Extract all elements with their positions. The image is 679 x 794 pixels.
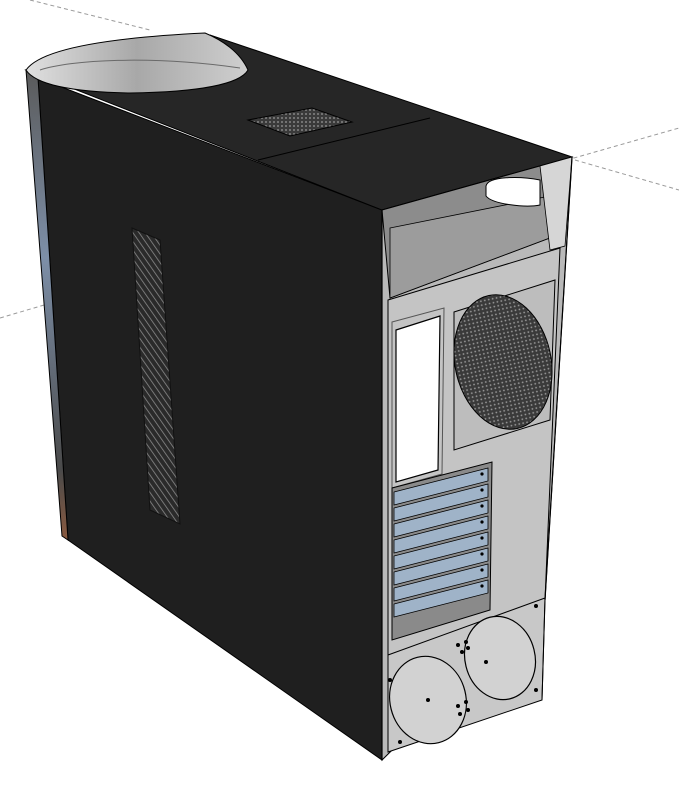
axis-line-top	[29, 0, 151, 31]
top-vent-mesh	[246, 107, 354, 137]
expansion-slot-cover	[393, 579, 489, 618]
bottom-fan-right	[463, 615, 537, 701]
side-vent-slot	[131, 227, 181, 525]
slot-screw	[480, 472, 484, 476]
slot-screw	[480, 552, 484, 556]
expansion-slot-cover	[393, 499, 489, 538]
slot-screw	[480, 488, 484, 492]
slot-screw	[480, 584, 484, 588]
front-bezel-top	[25, 32, 249, 94]
rear-fan-grill	[453, 294, 553, 430]
slot-screw	[480, 568, 484, 572]
case-corner-edge	[544, 156, 573, 601]
bottom-fan-right-hub	[484, 660, 488, 664]
expansion-slots	[393, 467, 489, 618]
fan-screws	[388, 604, 538, 744]
axis-line-right-upper	[559, 127, 679, 163]
expansion-slot-cover	[393, 547, 489, 586]
top-panel-seam	[257, 117, 431, 161]
slot-screw	[480, 520, 484, 524]
bezel-highlight	[39, 59, 241, 71]
handle-cutout	[485, 177, 541, 207]
slot-screw	[480, 536, 484, 540]
slot-screw	[480, 504, 484, 508]
expansion-slot-cover	[393, 563, 489, 602]
bottom-fan-left-hub	[426, 698, 430, 702]
expansion-slot-cover	[393, 467, 489, 506]
expansion-slot-cover	[393, 483, 489, 522]
expansion-slot-cover	[393, 515, 489, 554]
psu-opening-frame	[391, 307, 445, 489]
axis-line-right-lower	[574, 159, 679, 191]
psu-opening	[395, 315, 441, 483]
cavity-right-wall	[539, 156, 573, 251]
expansion-slot-cover	[393, 531, 489, 570]
case-bottom-edge	[541, 599, 546, 701]
